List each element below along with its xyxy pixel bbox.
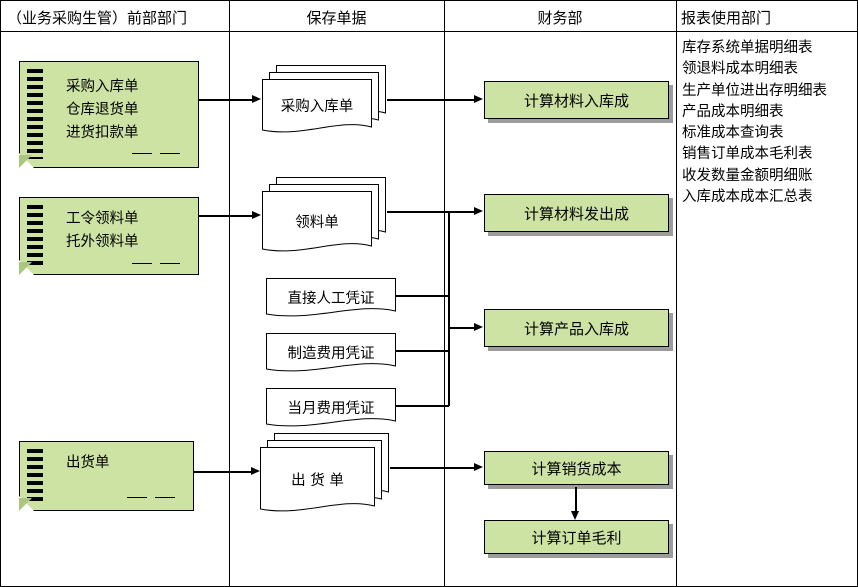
folded-corner-icon bbox=[19, 153, 34, 168]
document-stack-material-issue: 领料单 bbox=[262, 177, 386, 257]
document-overhead-voucher: 制造费用凭证 bbox=[266, 333, 396, 377]
report-list-item: 领退料成本明细表 bbox=[682, 61, 798, 78]
document-stack-purchase-receipt: 采购入库单 bbox=[262, 65, 386, 138]
note-purchase-docs: 采购入库单 仓库退货单 进货扣款单 bbox=[19, 61, 199, 168]
header-divider bbox=[1, 31, 857, 32]
document-shape bbox=[266, 333, 396, 372]
document-label: 制造费用凭证 bbox=[287, 346, 375, 362]
report-list-item: 生产单位进出存明细表 bbox=[682, 82, 827, 99]
report-list-item: 库存系统单据明细表 bbox=[682, 40, 813, 56]
signature-line bbox=[160, 153, 180, 154]
note-text: 出货单 bbox=[66, 452, 110, 475]
report-list-item: 标准成本查询表 bbox=[682, 125, 784, 142]
arrow-right bbox=[390, 463, 483, 470]
process-calc-order-profit: 计算订单毛利 bbox=[484, 520, 669, 554]
lane-header-save-docs: 保存单据 bbox=[306, 9, 367, 27]
arrow-down bbox=[571, 487, 578, 520]
note-shipment-doc: 出货单 bbox=[19, 441, 194, 511]
report-list-item: 入库成本成本汇总表 bbox=[682, 189, 813, 206]
comb-binding-icon bbox=[27, 205, 43, 266]
signature-line bbox=[132, 153, 152, 154]
comb-binding-icon bbox=[27, 449, 43, 502]
note-line: 工令领料单 bbox=[66, 211, 139, 227]
connector-line bbox=[448, 212, 450, 406]
process-calc-sales-cost: 计算销货成本 bbox=[484, 451, 669, 485]
lane-divider bbox=[444, 1, 445, 586]
process-calc-material-issue-cost: 计算材料发出成 bbox=[484, 194, 669, 232]
folded-corner-icon bbox=[19, 498, 32, 511]
signature-line bbox=[155, 497, 175, 498]
document-shape bbox=[262, 191, 372, 252]
arrow-right bbox=[387, 207, 483, 214]
folded-corner-icon bbox=[19, 496, 34, 511]
document-label: 直接人工凭证 bbox=[287, 291, 375, 307]
document-stack-shipment: 出 货 单 bbox=[260, 433, 389, 517]
process-calc-material-receipt-cost: 计算材料入库成 bbox=[484, 81, 669, 119]
arrow-right bbox=[387, 95, 483, 102]
note-line: 仓库退货单 bbox=[66, 102, 139, 118]
arrow-right bbox=[449, 323, 483, 330]
comb-binding-icon bbox=[27, 69, 43, 159]
signature-line bbox=[160, 263, 180, 264]
report-list: 库存系统单据明细表 领退料成本明细表 生产单位进出存明细表 产品成本明细表 标准… bbox=[682, 38, 856, 208]
signature-line bbox=[127, 497, 147, 498]
note-line: 托外领料单 bbox=[66, 234, 139, 250]
lane-header-report-users: 报表使用部门 bbox=[681, 9, 772, 27]
document-label: 当月费用凭证 bbox=[287, 401, 375, 417]
folded-corner-icon bbox=[19, 262, 32, 275]
document-shape bbox=[262, 79, 372, 133]
folded-corner-icon bbox=[19, 260, 34, 275]
note-text: 采购入库单 仓库退货单 进货扣款单 bbox=[66, 76, 139, 145]
document-direct-labor-voucher: 直接人工凭证 bbox=[266, 278, 396, 322]
note-line: 进货扣款单 bbox=[66, 125, 139, 141]
connector-line bbox=[396, 295, 449, 297]
note-requisition-docs: 工令领料单 托外领料单 bbox=[19, 197, 199, 275]
document-shape bbox=[260, 447, 375, 512]
note-line: 出货单 bbox=[66, 455, 110, 471]
document-monthly-expense-voucher: 当月费用凭证 bbox=[266, 388, 396, 432]
document-label: 领料单 bbox=[295, 215, 339, 231]
process-calc-product-receipt-cost: 计算产品入库成 bbox=[484, 309, 669, 347]
lane-header-finance: 财务部 bbox=[537, 9, 583, 27]
arrow-right bbox=[199, 211, 261, 218]
lane-header-front-dept: （业务采购生管）前部部门 bbox=[7, 9, 188, 27]
document-label: 采购入库单 bbox=[280, 99, 354, 115]
connector-line bbox=[396, 350, 449, 352]
connector-line bbox=[396, 405, 449, 407]
document-label: 出 货 单 bbox=[291, 473, 344, 489]
arrow-right bbox=[199, 95, 261, 102]
note-text: 工令领料单 托外领料单 bbox=[66, 208, 139, 254]
report-list-item: 销售订单成本毛利表 bbox=[682, 146, 813, 163]
lane-divider bbox=[676, 1, 677, 586]
arrow-right bbox=[194, 467, 260, 474]
lane-divider bbox=[229, 1, 230, 586]
report-list-item: 产品成本明细表 bbox=[682, 103, 784, 120]
document-shape bbox=[266, 388, 396, 427]
document-shape bbox=[266, 278, 396, 317]
folded-corner-icon bbox=[19, 155, 32, 168]
note-line: 采购入库单 bbox=[66, 79, 139, 95]
report-list-item: 收发数量金额明细账 bbox=[682, 167, 813, 184]
signature-line bbox=[132, 263, 152, 264]
